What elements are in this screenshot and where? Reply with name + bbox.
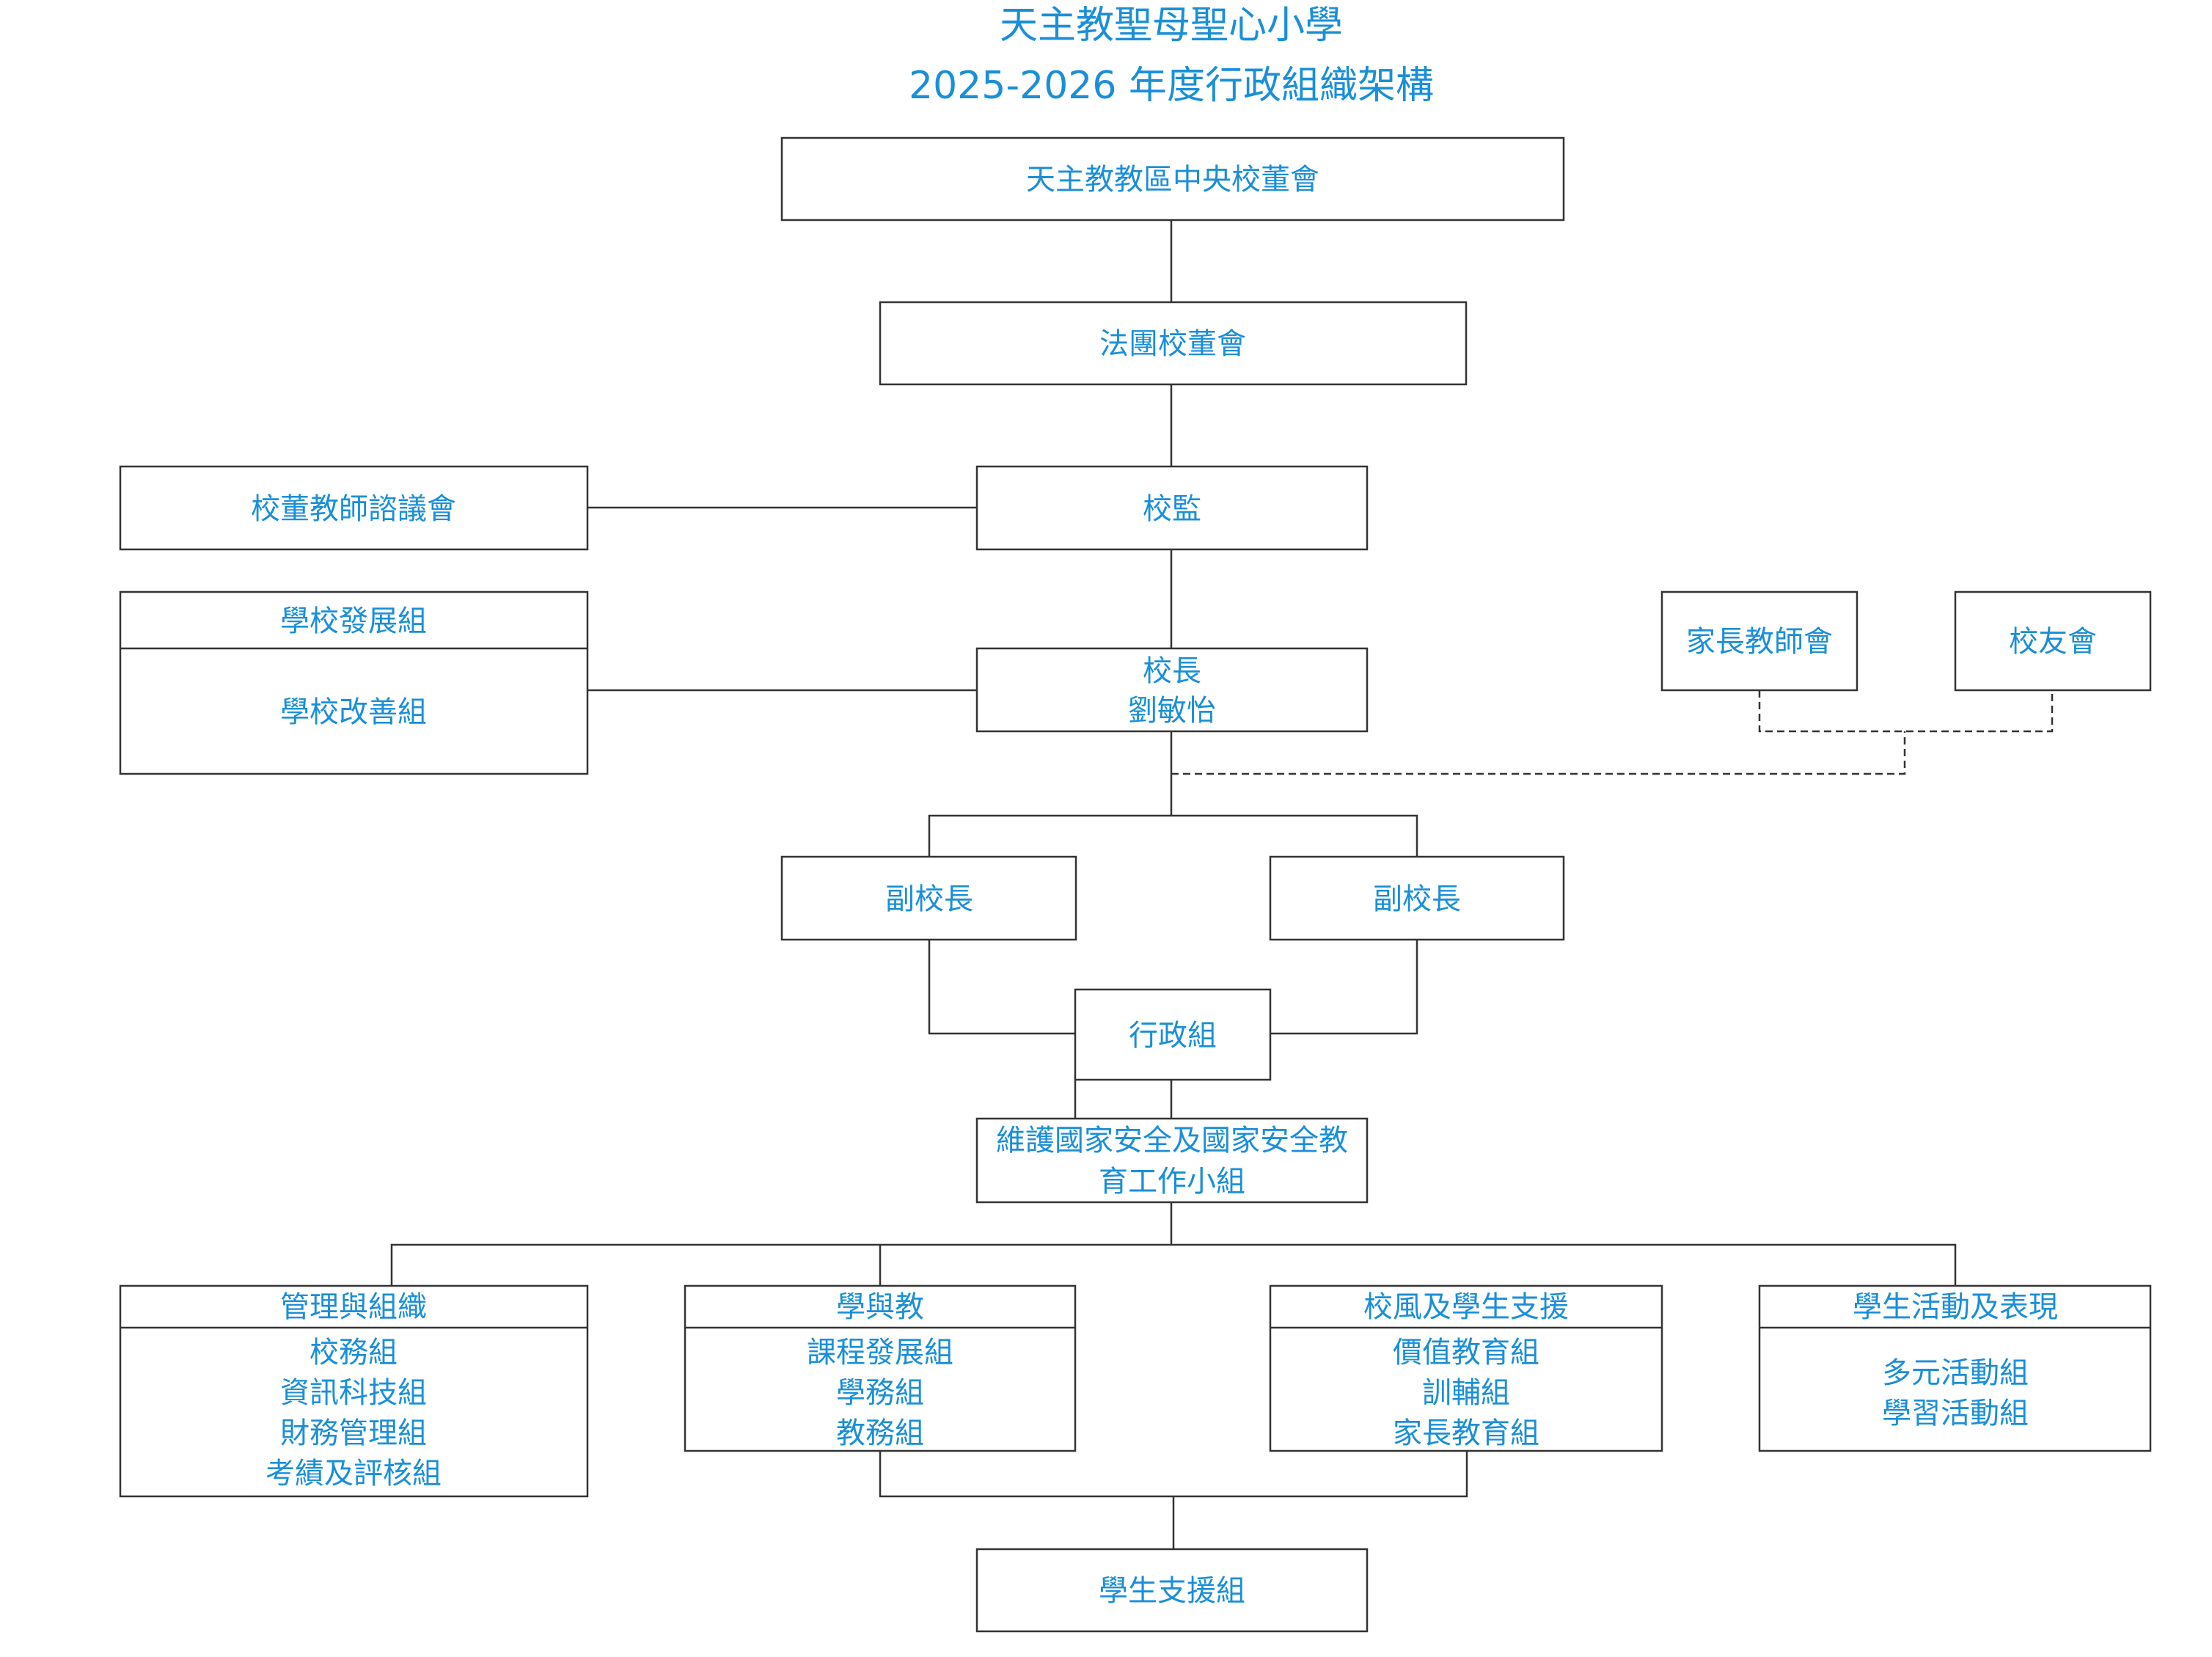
node-learning-teaching-item: 學務組 <box>836 1376 924 1410</box>
node-admin-group: 行政組 <box>1074 988 1272 1081</box>
node-improvement-label: 學校改善組 <box>280 695 427 729</box>
edge-vice-right-to-admin <box>1270 940 1418 1035</box>
node-vice-principal-left: 副校長 <box>780 855 1077 941</box>
node-supervisor-label: 校監 <box>1143 492 1201 526</box>
node-activities-item: 學習活動組 <box>1882 1397 2029 1430</box>
node-ethos-support-item: 價值教育組 <box>1393 1336 1539 1369</box>
node-ethos-support: 校風及學生支援 價值教育組 訓輔組 家長教育組 <box>1269 1284 1663 1452</box>
node-management-item: 資訊科技組 <box>280 1376 427 1410</box>
node-student-support-label: 學生支援組 <box>1099 1574 1245 1608</box>
node-management-item: 考績及評核組 <box>265 1457 442 1490</box>
node-admin-group-label: 行政組 <box>1129 1019 1217 1053</box>
node-management-item: 校務組 <box>310 1336 398 1369</box>
node-vice-principal-left-label: 副校長 <box>885 882 973 916</box>
node-security-group-line1: 維護國家安全及國家安全教 <box>996 1124 1348 1157</box>
node-activities: 學生活動及表現 多元活動組 學習活動組 <box>1758 1284 2152 1452</box>
node-consultation-committee-label: 校董教師諮議會 <box>251 492 456 526</box>
node-ethos-support-item: 訓輔組 <box>1422 1376 1510 1410</box>
node-ethos-support-item: 家長教育組 <box>1393 1416 1539 1450</box>
node-ethos-support-header: 校風及學生支援 <box>1363 1290 1569 1324</box>
node-student-support: 學生支援組 <box>975 1548 1369 1633</box>
node-principal: 校長 劉敏怡 <box>975 647 1369 733</box>
node-incorporated-board-label: 法團校董會 <box>1099 327 1246 361</box>
node-learning-teaching-header: 學與教 <box>836 1290 924 1324</box>
edge-parent-bodies-bracket <box>1758 690 2054 733</box>
node-management: 管理與組織 校務組 資訊科技組 財務管理組 考績及評核組 <box>119 1284 589 1498</box>
node-alumni-label: 校友會 <box>2009 625 2097 659</box>
node-security-group-line2: 育工作小組 <box>1099 1165 1245 1199</box>
node-learning-teaching-item: 課程發展組 <box>807 1336 953 1369</box>
node-alumni: 校友會 <box>1954 590 2152 692</box>
node-development-header: 學校發展組 <box>280 604 427 638</box>
node-development-improvement: 學校發展組 學校改善組 <box>119 590 589 775</box>
node-incorporated-board: 法團校董會 <box>879 301 1468 386</box>
node-vice-principal-right: 副校長 <box>1269 855 1565 941</box>
node-security-group: 維護國家安全及國家安全教 育工作小組 <box>975 1117 1369 1204</box>
node-central-board-label: 天主教教區中央校董會 <box>1026 163 1319 197</box>
edge-vice-left-to-admin <box>928 940 1075 1035</box>
node-consultation-committee: 校董教師諮議會 <box>119 465 589 551</box>
node-pta-label: 家長教師會 <box>1686 625 1833 659</box>
node-central-board: 天主教教區中央校董會 <box>780 136 1565 222</box>
node-management-header: 管理與組織 <box>280 1290 427 1324</box>
node-supervisor: 校監 <box>975 465 1369 551</box>
node-management-item: 財務管理組 <box>280 1416 427 1450</box>
connectors <box>390 220 2054 1549</box>
node-activities-header: 學生活動及表現 <box>1853 1290 2058 1324</box>
chart-title-line2: 2025-2026 年度行政組織架構 <box>909 64 1434 108</box>
chart-title-line1: 天主教聖母聖心小學 <box>1000 4 1343 48</box>
node-vice-principal-right-label: 副校長 <box>1373 882 1461 916</box>
node-principal-name: 劉敏怡 <box>1128 694 1216 728</box>
edge-branch-to-vice-principals <box>928 814 1418 857</box>
node-principal-title: 校長 <box>1143 654 1201 688</box>
node-pta: 家長教師會 <box>1660 590 1858 692</box>
edge-principal-to-parent-bodies <box>1171 731 1906 775</box>
edge-groups-to-student-support <box>879 1451 1468 1549</box>
node-learning-teaching: 學與教 課程發展組 學務組 教務組 <box>684 1284 1077 1452</box>
node-activities-item: 多元活動組 <box>1882 1356 2029 1390</box>
node-learning-teaching-item: 教務組 <box>836 1416 924 1450</box>
edge-admin-to-security <box>1074 1075 1173 1119</box>
edge-security-to-groups <box>390 1202 1957 1286</box>
